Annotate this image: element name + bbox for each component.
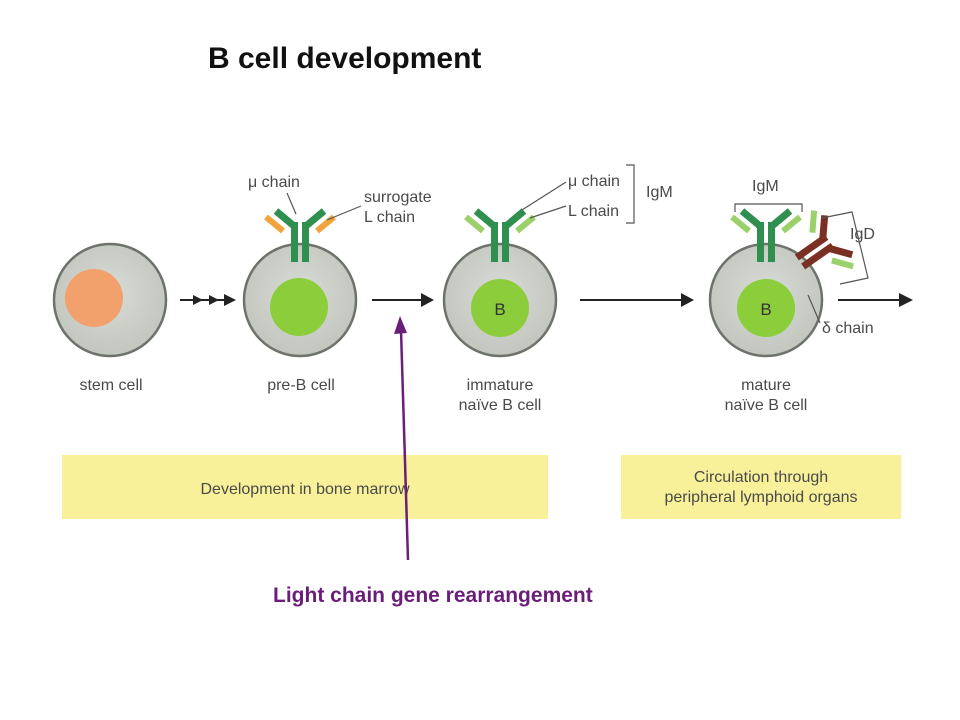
progression-arrows (180, 293, 913, 307)
stem-cell (52, 242, 168, 358)
surrogate-label-line2: L chain (364, 209, 415, 226)
annotation-lines (286, 164, 869, 324)
pre-b-mu-label: μ chain (248, 174, 300, 191)
mature-nucleus (737, 279, 795, 337)
stage-label-pre-b: pre-B cell (267, 377, 335, 394)
immature-b-cell: B (442, 242, 558, 358)
stage-label-immature-line1: immature (467, 377, 534, 394)
phase-periphery-line1: Circulation through (694, 469, 828, 486)
callout-label: Light chain gene rearrangement (273, 584, 593, 607)
stage-label-mature-line1: mature (741, 377, 791, 394)
stem-cell-nucleus (65, 269, 123, 327)
page-title: B cell development (208, 42, 482, 75)
phase-box-bone-marrow: Development in bone marrow (62, 455, 548, 519)
immature-igm-label: IgM (646, 184, 673, 201)
immature-nucleus-letter: B (494, 300, 505, 319)
immature-mu-label: μ chain (568, 173, 620, 190)
pre-b-receptor (264, 208, 336, 262)
phase-box-periphery: Circulation through peripheral lymphoid … (621, 455, 901, 519)
mature-igd-label: IgD (850, 226, 875, 243)
mature-igm-label: IgM (752, 178, 779, 195)
stage-label-mature-line2: naïve B cell (725, 397, 808, 414)
immature-igm-receptor (464, 208, 536, 262)
stage-label-immature-line2: naïve B cell (459, 397, 542, 414)
immature-nucleus (471, 279, 529, 337)
phase-periphery-line2: peripheral lymphoid organs (665, 489, 858, 506)
pre-b-nucleus (270, 278, 328, 336)
stage-label-stem: stem cell (79, 377, 142, 394)
surrogate-label-line1: surrogate (364, 189, 432, 206)
mature-nucleus-letter: B (760, 300, 771, 319)
mature-b-cell: B (708, 242, 824, 358)
mature-igd-receptor (794, 210, 854, 270)
mature-delta-label: δ chain (822, 320, 874, 337)
callout-arrow (394, 316, 410, 561)
pre-b-cell (242, 242, 358, 358)
mature-igm-receptor (730, 208, 802, 262)
immature-l-label: L chain (568, 203, 619, 220)
phase-bone-marrow-label: Development in bone marrow (201, 481, 410, 498)
